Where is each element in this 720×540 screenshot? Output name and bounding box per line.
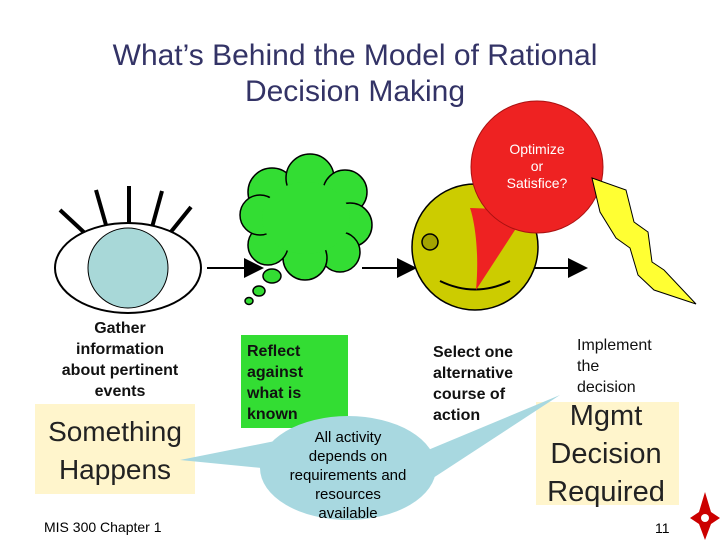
activity-line-4: resources bbox=[315, 486, 381, 503]
reflect-label: Reflect against what is known bbox=[247, 341, 347, 425]
reflect-line-4: known bbox=[247, 406, 298, 423]
select-line-3: course of bbox=[433, 386, 506, 403]
gather-line-1: Gather bbox=[94, 320, 146, 337]
something-line-1: Something bbox=[48, 416, 182, 447]
implement-line-1: Implement bbox=[577, 337, 652, 354]
select-line-1: Select one bbox=[433, 344, 514, 361]
mgmt-line-1: Mgmt bbox=[569, 400, 643, 432]
optimize-callout bbox=[470, 100, 604, 290]
implement-label: Implement the decision bbox=[577, 335, 687, 398]
page-number: 11 bbox=[655, 520, 670, 536]
optimize-text: Optimize or Satisfice? bbox=[494, 141, 580, 192]
gather-label: Gather information about pertinent event… bbox=[40, 318, 200, 402]
title-line-1: What’s Behind the Model of Rational bbox=[112, 39, 598, 72]
implement-line-2: the bbox=[577, 358, 600, 375]
something-line-2: Happens bbox=[58, 454, 172, 485]
mgmt-decision-box bbox=[536, 402, 679, 505]
mgmt-decision-label: Mgmt Decision Required bbox=[530, 397, 682, 511]
gather-line-2: information bbox=[76, 341, 164, 358]
something-happens-box bbox=[35, 404, 195, 494]
gather-line-3: about pertinent bbox=[61, 362, 179, 379]
reflect-box bbox=[241, 335, 348, 428]
eye-iris bbox=[87, 227, 169, 309]
optimize-line-3: Satisfice? bbox=[506, 175, 568, 191]
footer-course: MIS 300 Chapter 1 bbox=[44, 519, 162, 535]
select-line-4: action bbox=[433, 407, 481, 424]
activity-text: All activity depends on requirements and… bbox=[272, 428, 424, 523]
reflect-line-3: what is bbox=[247, 385, 302, 402]
reflect-line-1: Reflect bbox=[247, 343, 301, 360]
slide-title: What’s Behind the Model of Rational Deci… bbox=[40, 38, 670, 110]
activity-callout bbox=[180, 395, 560, 520]
reflect-line-2: against bbox=[247, 364, 304, 381]
activity-line-1: All activity bbox=[314, 429, 382, 446]
implement-line-3: decision bbox=[577, 379, 636, 396]
optimize-line-2: or bbox=[530, 158, 544, 174]
select-label: Select one alternative course of action bbox=[433, 342, 543, 426]
mgmt-line-3: Required bbox=[547, 476, 665, 508]
title-line-2: Decision Making bbox=[244, 75, 466, 108]
activity-line-3: requirements and bbox=[289, 467, 407, 484]
optimize-line-1: Optimize bbox=[509, 141, 565, 157]
mgmt-line-2: Decision bbox=[550, 438, 662, 470]
activity-line-5: available bbox=[318, 505, 378, 522]
activity-line-2: depends on bbox=[308, 448, 388, 465]
lightning-bolt-icon bbox=[591, 177, 697, 305]
select-line-2: alternative bbox=[433, 365, 514, 382]
star-icon bbox=[690, 492, 720, 540]
thought-cloud-icon bbox=[239, 153, 373, 306]
gather-line-4: events bbox=[94, 383, 146, 400]
something-happens-label: Something Happens bbox=[32, 413, 198, 489]
